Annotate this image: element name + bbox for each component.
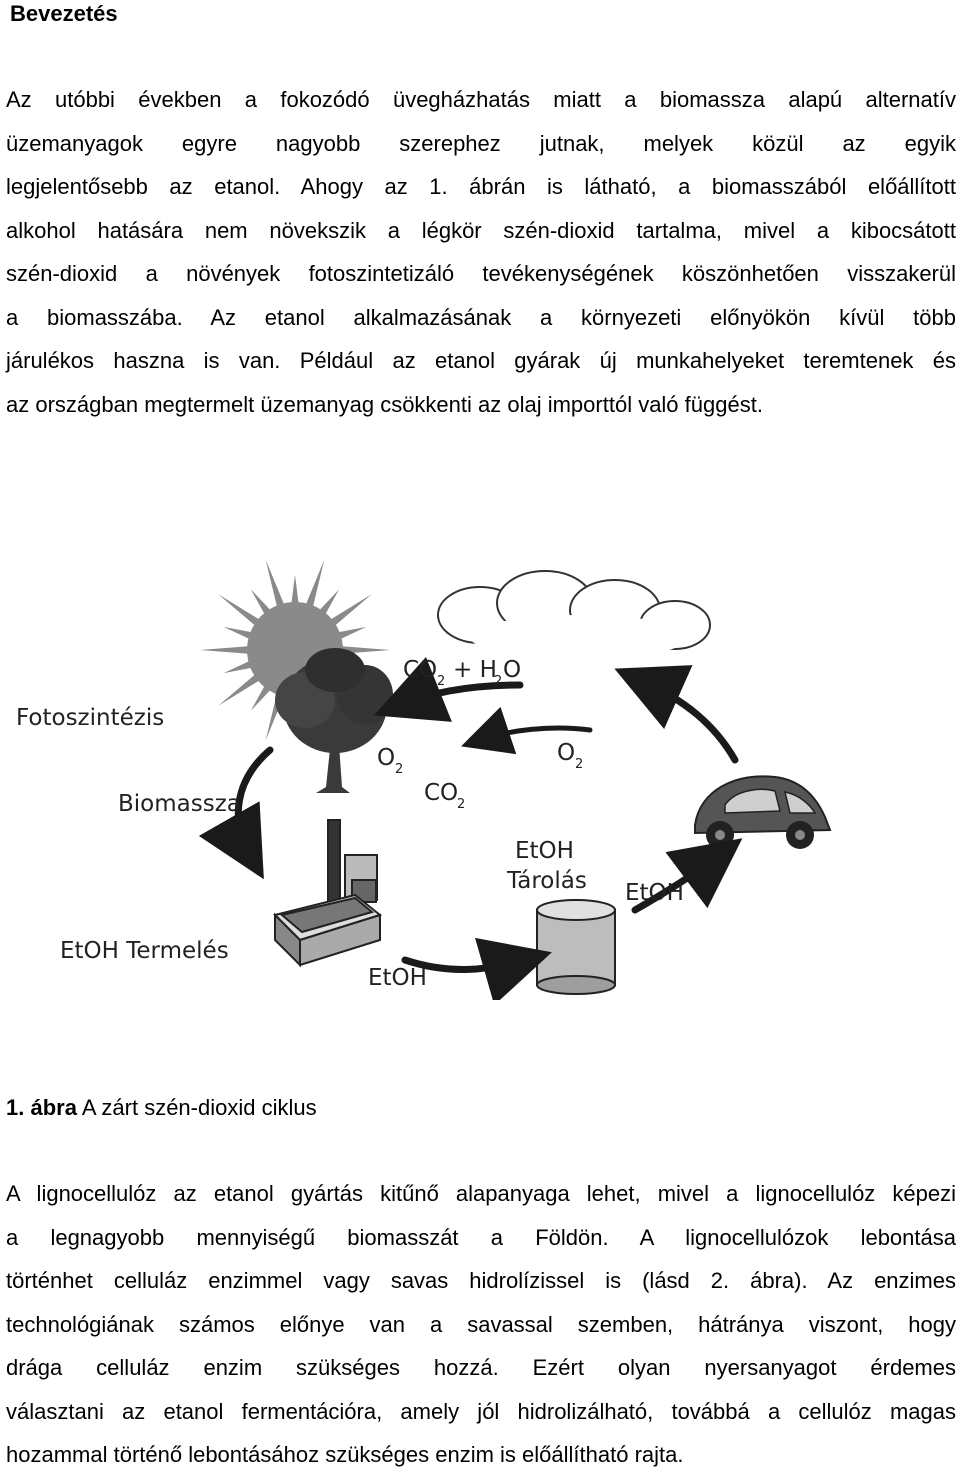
- label-etoh-termeles: EtOH Termelés: [60, 938, 229, 964]
- co2-cycle-diagram: Fotoszintézis Biomassza EtOH Termelés Et…: [16, 559, 832, 1000]
- paragraph-line: drága celluláz enzim szükséges hozzá. Ez…: [6, 1355, 956, 1380]
- intro-paragraph: Az utóbbi években a fokozódó üvegházhatá…: [6, 78, 956, 426]
- paragraph-line: járulékos haszna is van. Például az etan…: [6, 348, 956, 373]
- storage-tank-icon: [536, 899, 616, 995]
- arrow-factory-to-tank: [401, 937, 552, 1000]
- sun-ray: [335, 626, 367, 641]
- paragraph-line: az országban megtermelt üzemanyag csökke…: [6, 391, 763, 417]
- svg-text:CO: CO: [424, 780, 458, 806]
- paragraph-line: legjelentősebb az etanol. Ahogy az 1. áb…: [6, 174, 956, 199]
- svg-text:2: 2: [437, 674, 445, 689]
- paragraph-line: Az utóbbi években a fokozódó üvegházhatá…: [6, 87, 956, 112]
- paragraph-line: hozammal történő lebontásához szükséges …: [6, 1442, 684, 1467]
- svg-text:2: 2: [457, 797, 465, 812]
- sun-ray: [200, 646, 252, 654]
- paragraph-line: a biomasszába. Az etanol alkalmazásának …: [6, 304, 956, 330]
- label-fotoszintezis: Fotoszintézis: [16, 705, 164, 731]
- paragraph-line: üzemanyagok egyre nagyobb szerephez jutn…: [6, 130, 956, 156]
- paragraph-line: technológiának számos előnye van a savas…: [6, 1311, 956, 1337]
- sun-ray: [265, 559, 286, 610]
- paragraph-line: A lignocellulóz az etanol gyártás kitűnő…: [6, 1181, 956, 1206]
- svg-text:CO: CO: [403, 657, 437, 683]
- svg-text:2: 2: [395, 762, 403, 777]
- svg-text:O: O: [377, 745, 395, 771]
- label-co2-h2o: CO 2 + H 2 O: [403, 657, 521, 689]
- car-icon: [694, 775, 832, 849]
- sun-ray: [291, 575, 299, 607]
- sun-ray: [328, 594, 372, 628]
- svg-text:+ H: + H: [453, 657, 497, 683]
- paragraph-line: a legnagyobb mennyiségű biomasszát a Föl…: [6, 1224, 956, 1250]
- arrow-car-to-cloud: [614, 665, 739, 764]
- arrow-o2-to-tree: [461, 706, 593, 755]
- svg-text:O: O: [503, 657, 521, 683]
- arrow-cloud-to-tree: [374, 656, 524, 722]
- arrow-tree-to-factory: [198, 746, 274, 880]
- sun-ray: [250, 589, 273, 617]
- svg-text:2: 2: [494, 674, 502, 689]
- section-heading: Bevezetés: [10, 1, 118, 26]
- cycle-arrows: [198, 656, 743, 1000]
- label-etoh-right: EtOH: [625, 880, 684, 906]
- arrow-tank-to-car: [631, 838, 743, 914]
- sun-ray: [317, 589, 340, 617]
- label-etoh-tarolas-2: Tárolás: [506, 868, 587, 894]
- label-etoh-tarolas-1: EtOH: [515, 838, 574, 864]
- sun-ray: [223, 659, 255, 674]
- label-o2-right: O 2: [557, 740, 583, 772]
- label-o2-left: O 2: [377, 745, 403, 777]
- sun-ray: [218, 594, 262, 628]
- label-etoh-bottom: EtOH: [368, 965, 427, 991]
- sun-ray: [304, 559, 325, 610]
- paragraph-line: történhet celluláz enzimmel vagy savas h…: [6, 1268, 956, 1293]
- figure-caption: 1. ábra A zárt szén-dioxid ciklus: [6, 1094, 317, 1122]
- label-biomassza: Biomassza: [118, 791, 241, 817]
- sun-ray: [250, 683, 273, 711]
- paragraph-line: választani az etanol fermentációra, amel…: [6, 1398, 956, 1424]
- body-paragraph: A lignocellulóz az etanol gyártás kitűnő…: [6, 1172, 956, 1477]
- co2-cycle-figure: Fotoszintézis Biomassza EtOH Termelés Et…: [0, 555, 960, 1000]
- sun-ray: [218, 672, 262, 706]
- factory-icon: [273, 819, 383, 968]
- paragraph-line: alkohol hatására nem növekszik a légkör …: [6, 217, 956, 243]
- svg-text:O: O: [557, 740, 575, 766]
- figure-caption-text: A zárt szén-dioxid ciklus: [76, 1095, 317, 1120]
- sun-ray: [223, 626, 255, 641]
- figure-caption-number: 1. ábra: [6, 1095, 77, 1120]
- label-co2-mid: CO 2: [424, 780, 465, 812]
- cloud-icon: [437, 570, 711, 659]
- paragraph-line: szén-dioxid a növények fotoszintetizáló …: [6, 261, 956, 286]
- svg-text:2: 2: [575, 757, 583, 772]
